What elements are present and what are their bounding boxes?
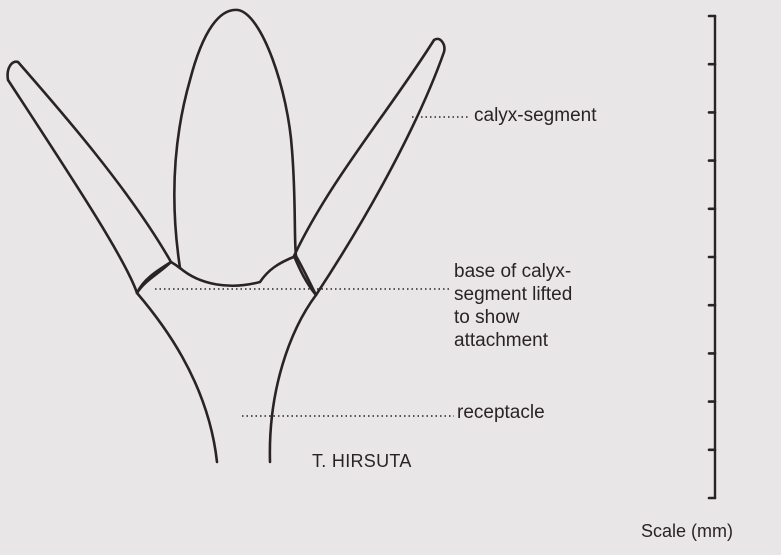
label-scale: Scale (mm) bbox=[641, 520, 733, 543]
label-base-of-calyx: base of calyx- segment lifted to show at… bbox=[454, 260, 572, 352]
middle-calyx-segment bbox=[174, 10, 296, 286]
label-calyx-segment: calyx-segment bbox=[474, 104, 597, 127]
label-receptacle: receptacle bbox=[457, 401, 545, 424]
label-species: T. HIRSUTA bbox=[312, 450, 412, 473]
receptacle-outline-right bbox=[270, 295, 316, 462]
right-calyx-segment bbox=[294, 39, 444, 295]
left-calyx-segment bbox=[8, 62, 171, 293]
receptacle-outline bbox=[137, 293, 217, 462]
